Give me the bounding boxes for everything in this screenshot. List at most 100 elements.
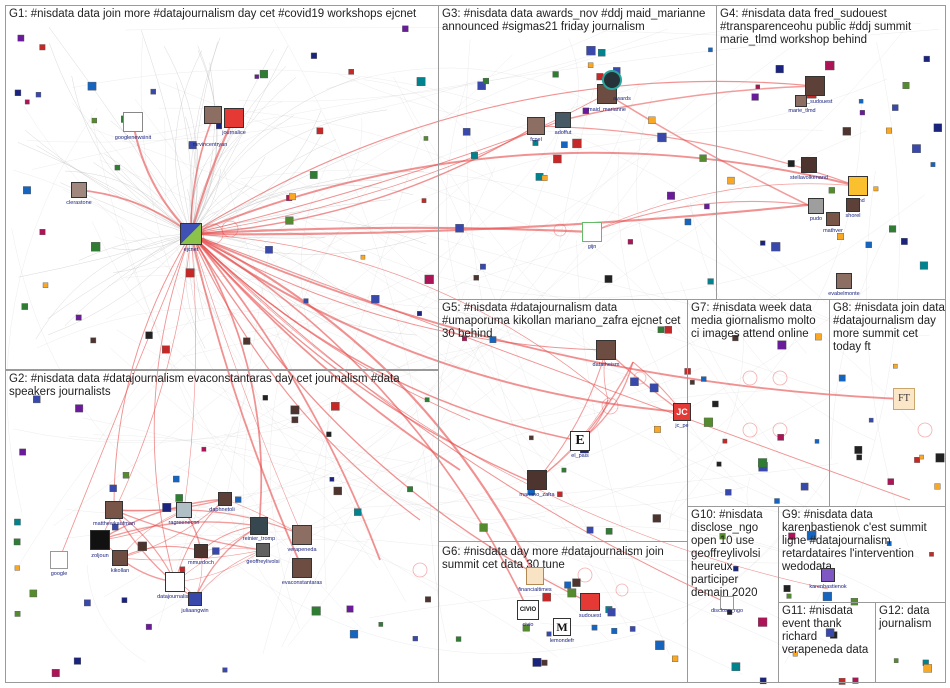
account-node[interactable]: [416, 77, 426, 87]
account-node[interactable]: [654, 426, 661, 433]
account-node[interactable]: [858, 99, 864, 104]
account-node[interactable]: [532, 140, 539, 146]
account-node[interactable]: [889, 225, 897, 233]
account-node[interactable]: [316, 127, 324, 135]
avatar-node-el-pais[interactable]: E: [570, 431, 590, 451]
account-node[interactable]: [859, 110, 865, 116]
avatar-node-stellavolkenand[interactable]: [801, 157, 817, 173]
account-node[interactable]: [309, 171, 318, 179]
account-node[interactable]: [929, 552, 934, 557]
avatar-node-awards[interactable]: [602, 70, 622, 90]
avatar-node-gijn[interactable]: [582, 222, 602, 242]
account-node[interactable]: [39, 229, 46, 236]
avatar-node-ft[interactable]: FT: [893, 388, 915, 410]
account-node[interactable]: [787, 160, 795, 168]
account-node[interactable]: [886, 541, 892, 546]
account-node[interactable]: [930, 162, 936, 167]
avatar-node-mathver[interactable]: [826, 212, 840, 226]
account-node[interactable]: [480, 263, 486, 270]
account-node[interactable]: [582, 107, 590, 115]
account-node[interactable]: [109, 484, 117, 492]
avatar-node-clerastone[interactable]: [71, 182, 87, 198]
account-node[interactable]: [371, 295, 380, 304]
avatar-node-karenbastienok[interactable]: [821, 568, 835, 582]
account-node[interactable]: [201, 446, 207, 452]
account-node[interactable]: [854, 446, 863, 454]
account-node[interactable]: [553, 154, 562, 164]
account-node[interactable]: [424, 397, 430, 403]
account-node[interactable]: [703, 417, 713, 427]
account-node[interactable]: [865, 241, 872, 248]
account-node[interactable]: [541, 174, 548, 181]
account-node[interactable]: [83, 599, 91, 607]
account-node[interactable]: [788, 532, 796, 540]
account-node[interactable]: [90, 337, 97, 344]
account-node[interactable]: [423, 136, 429, 141]
account-node[interactable]: [758, 458, 768, 468]
account-node[interactable]: [348, 68, 355, 75]
avatar-node-zoljoun[interactable]: [90, 530, 110, 550]
account-node[interactable]: [815, 333, 822, 341]
account-node[interactable]: [421, 198, 427, 203]
account-node[interactable]: [73, 657, 81, 665]
account-node[interactable]: [604, 275, 613, 283]
account-node[interactable]: [462, 336, 467, 342]
account-node[interactable]: [14, 89, 22, 97]
avatar-node-shorel[interactable]: [846, 198, 860, 212]
avatar-node-financialtimes[interactable]: [526, 567, 544, 585]
account-node[interactable]: [19, 448, 27, 456]
account-node[interactable]: [87, 81, 97, 91]
account-node[interactable]: [755, 84, 760, 90]
account-node[interactable]: [777, 340, 787, 350]
account-node[interactable]: [162, 503, 172, 512]
account-node[interactable]: [856, 454, 862, 461]
account-node[interactable]: [90, 242, 101, 252]
account-node[interactable]: [407, 486, 413, 493]
account-node[interactable]: [329, 477, 335, 482]
account-node[interactable]: [471, 151, 478, 159]
avatar-node-disclose-ngo[interactable]: [720, 596, 734, 610]
account-node[interactable]: [326, 431, 332, 437]
account-node[interactable]: [212, 547, 220, 555]
account-node[interactable]: [652, 514, 661, 523]
avatar-node-fred-sudouest[interactable]: [805, 76, 825, 96]
account-node[interactable]: [17, 34, 25, 42]
avatar-node-evaconstantaras[interactable]: [292, 558, 312, 578]
account-node[interactable]: [630, 377, 639, 387]
account-node[interactable]: [725, 489, 732, 496]
account-node[interactable]: [14, 565, 20, 571]
account-node[interactable]: [462, 128, 471, 136]
account-node[interactable]: [605, 528, 613, 535]
account-node[interactable]: [360, 254, 366, 260]
account-node[interactable]: [701, 376, 707, 382]
account-node[interactable]: [75, 314, 82, 321]
account-node[interactable]: [783, 585, 791, 593]
account-node[interactable]: [657, 132, 667, 143]
account-node[interactable]: [667, 191, 675, 200]
account-node[interactable]: [137, 541, 147, 552]
account-node[interactable]: [542, 592, 551, 602]
account-node[interactable]: [311, 606, 321, 616]
account-node[interactable]: [564, 581, 572, 589]
account-node[interactable]: [455, 223, 464, 233]
avatar-node-ragreenecnn[interactable]: [176, 502, 192, 518]
account-node[interactable]: [828, 187, 835, 194]
account-node[interactable]: [552, 71, 559, 78]
account-node[interactable]: [733, 566, 739, 572]
account-node[interactable]: [838, 374, 846, 382]
account-node[interactable]: [235, 496, 242, 503]
account-node[interactable]: [14, 611, 21, 617]
account-node[interactable]: [254, 74, 260, 79]
avatar-node-datatheism[interactable]: [596, 340, 616, 360]
account-node[interactable]: [122, 472, 130, 479]
account-node[interactable]: [349, 630, 359, 639]
account-node[interactable]: [24, 99, 30, 105]
account-node[interactable]: [648, 116, 656, 124]
account-node[interactable]: [672, 655, 679, 662]
account-node[interactable]: [777, 434, 784, 441]
avatar-node-mrvincentryan[interactable]: [204, 106, 222, 124]
account-node[interactable]: [586, 46, 596, 56]
account-node[interactable]: [664, 326, 673, 334]
account-node[interactable]: [557, 491, 563, 497]
account-node[interactable]: [546, 631, 552, 637]
